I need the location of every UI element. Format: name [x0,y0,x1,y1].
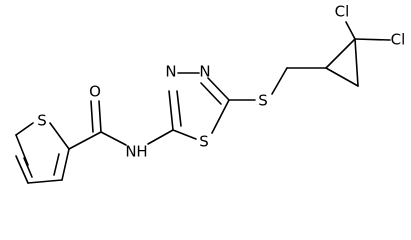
amide-hydrogen-label: H [136,143,147,161]
bond [345,21,356,40]
bond [325,38,356,69]
molecule-structure: S O N H N N S S Cl Cl [15,3,406,184]
thiophene-sulfur-label: S [37,112,47,130]
bond [98,100,102,133]
thiadiazole-nitrogen-left-label: N [165,63,176,81]
bond [168,90,174,131]
bond [15,122,34,136]
bond [53,153,60,176]
bond [172,129,197,140]
carbonyl-oxygen-label: O [89,83,101,101]
chlorine-label: Cl [335,3,350,21]
chlorine-label: Cl [391,31,406,49]
thiadiazole-nitrogen-right-label: N [199,63,210,81]
bond [354,38,359,87]
bond [23,157,33,178]
bond [271,67,288,95]
bond [207,77,230,101]
bond [49,122,70,150]
bond [100,131,127,146]
amide-linker [68,100,174,150]
thiophene-ring [15,122,70,184]
bond [27,179,63,184]
bond [200,82,222,105]
thiadiazole-ring [168,72,230,140]
thiadiazole-sulfur-label: S [199,133,209,151]
bond [61,148,70,181]
bond [15,134,29,166]
bond [354,38,391,41]
thioether-chain [228,67,327,101]
bond [211,99,230,134]
dichlorocyclopropane-ring [325,21,391,87]
bond [147,129,174,145]
bond [325,67,359,87]
thioether-sulfur-label: S [258,92,268,110]
bond [68,131,102,150]
bond [176,90,182,127]
amide-nitrogen-label: N [125,143,136,161]
bond [90,100,94,133]
bond [15,155,29,184]
